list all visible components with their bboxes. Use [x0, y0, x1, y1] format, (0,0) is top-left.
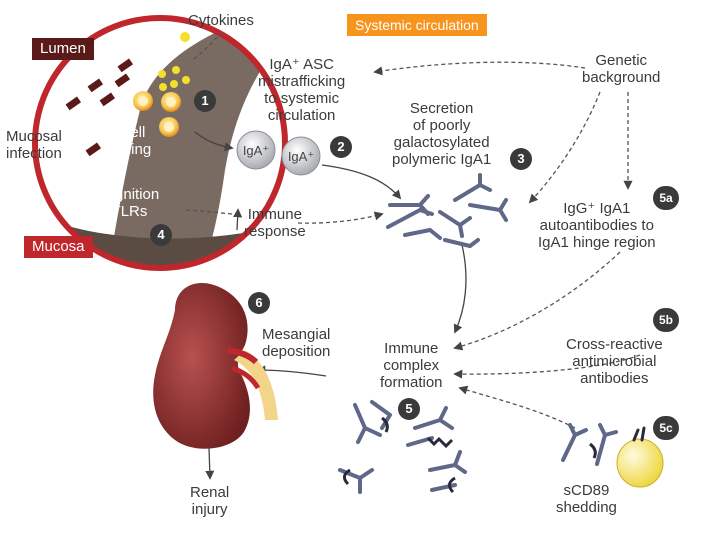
mucosal-infection-label: Mucosal infection: [6, 128, 62, 162]
mucosa-circle: [32, 15, 288, 271]
iga-ball-icon: [236, 130, 276, 170]
iga-ball-label-2: IgA⁺: [287, 149, 315, 164]
iga-ball-label-1: IgA⁺: [242, 143, 270, 158]
step-2-badge: 2: [330, 136, 352, 158]
cytokines-label: Cytokines: [188, 12, 254, 29]
iga-asc-label: IgA⁺ ASC mistrafficking to systemic circ…: [258, 56, 346, 124]
step-1-badge: 1: [194, 90, 216, 112]
b-cell-icon: [133, 91, 181, 137]
genetic-background-label: Genetic background: [582, 52, 661, 86]
step-5-badge: 5: [398, 398, 420, 420]
iga-ball-icon: [281, 136, 321, 176]
immune-response-label: Immune response: [244, 206, 306, 240]
mucosa-tag: Mucosa: [24, 236, 93, 258]
step-5c-badge: 5c: [653, 416, 679, 440]
immune-complex-label: Immune complex formation: [380, 340, 443, 391]
bacteria-icon: [65, 58, 134, 157]
mesangial-label: Mesangial deposition: [262, 326, 331, 360]
mucosa-tissue: [110, 18, 285, 268]
recognition-label: Recognition by TLRs: [80, 186, 160, 220]
bcell-priming-label: B-cell priming: [102, 124, 152, 158]
step-4-badge: 4: [150, 224, 172, 246]
autoantibodies-label: IgG⁺ IgA1 autoantibodies to IgA1 hinge r…: [538, 200, 656, 251]
cytokine-dots-icon: [158, 32, 190, 91]
immune-complex-icon: [338, 400, 467, 494]
step-5b-badge: 5b: [653, 308, 679, 332]
antigen-marks-icon: [343, 416, 456, 494]
lumen-tag: Lumen: [32, 38, 94, 60]
secretion-label: Secretion of poorly galactosylated polym…: [392, 100, 492, 168]
dashed-arrows: [182, 31, 641, 429]
step-3-badge: 3: [510, 148, 532, 170]
renal-injury-label: Renal injury: [190, 484, 230, 518]
systemic-circulation-tag: Systemic circulation: [347, 14, 487, 36]
cross-reactive-label: Cross-reactive antimicrobial antibodies: [566, 336, 663, 387]
circle-ring: [32, 15, 288, 271]
scd89-label: sCD89 shedding: [556, 482, 617, 516]
kidney-icon: [153, 282, 278, 449]
step-5a-badge: 5a: [653, 186, 679, 210]
step-6-badge: 6: [248, 292, 270, 314]
scd89-icon: [561, 423, 664, 488]
polymeric-iga1-icon: [386, 173, 508, 248]
